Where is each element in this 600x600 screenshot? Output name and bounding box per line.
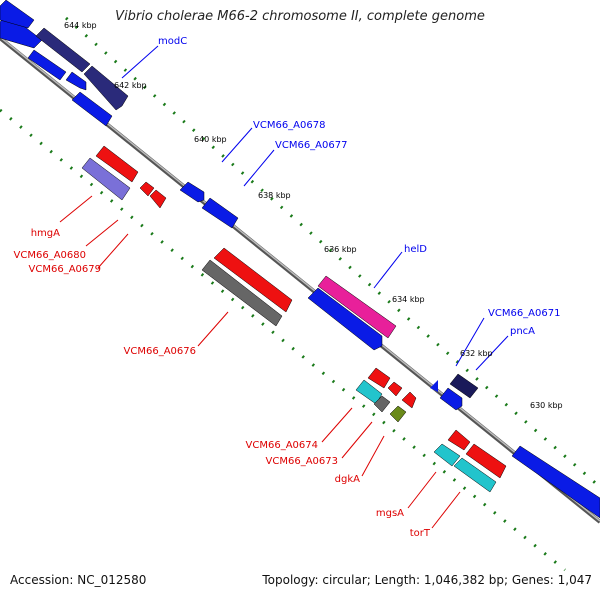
tick-label: 636 kbp <box>324 245 357 254</box>
gene-label-pncA: pncA <box>510 326 535 337</box>
gene-label-hmgA: hmgA <box>31 228 60 239</box>
label-leader-lines <box>59 45 509 529</box>
gene-arrow <box>139 181 155 197</box>
gene-arrow <box>81 157 131 201</box>
tick-label: 630 kbp <box>530 401 563 410</box>
gene-arrow <box>0 0 35 29</box>
gene-label-helD: helD <box>404 244 427 255</box>
gene-label-VCM66_A0676: VCM66_A0676 <box>124 346 196 357</box>
tick-label: 638 kbp <box>258 191 291 200</box>
gene-label-VCM66_A0674: VCM66_A0674 <box>246 440 318 451</box>
gene-label-VCM66_A0673: VCM66_A0673 <box>266 456 338 467</box>
gene-arrow <box>373 395 391 413</box>
gene-arrow <box>71 91 113 127</box>
gene-arrow <box>83 65 129 111</box>
gene-arrow <box>65 71 87 91</box>
gene-arrow <box>433 443 461 467</box>
accession-text: Accession: NC_012580 <box>10 573 147 587</box>
tick-rings <box>0 16 600 572</box>
gene-arrow <box>201 259 283 327</box>
gene-arrow <box>35 27 91 73</box>
gene-label-modC: modC <box>158 36 187 47</box>
genome-summary-text: Topology: circular; Length: 1,046,382 bp… <box>262 573 592 587</box>
gene-arrow <box>401 391 417 409</box>
gene-arrow <box>213 247 293 313</box>
tick-label: 644 kbp <box>64 21 97 30</box>
gene-arrow <box>201 197 239 229</box>
gene-arrow <box>453 457 497 493</box>
outer-tick-ring <box>65 16 600 489</box>
gene-arrow <box>389 405 407 423</box>
gene-arrow <box>355 379 383 405</box>
gene-arrow <box>511 445 600 519</box>
tick-label: 640 kbp <box>194 135 227 144</box>
tick-label: 632 kbp <box>460 349 493 358</box>
gene-arrow <box>430 380 438 392</box>
gene-arrow <box>439 387 463 411</box>
gene-label-torT: torT <box>410 528 431 539</box>
gene-arrow <box>179 181 205 203</box>
forward-gene-features <box>0 0 600 519</box>
reverse-gene-features <box>81 145 507 493</box>
tick-label: 642 kbp <box>114 81 147 90</box>
gene-arrow <box>307 287 383 351</box>
gene-label-dgkA: dgkA <box>335 474 360 485</box>
gene-arrow <box>367 367 391 389</box>
gene-arrow <box>449 373 479 399</box>
gene-label-VCM66_A0680: VCM66_A0680 <box>14 250 86 261</box>
gene-arrow <box>317 275 397 339</box>
map-title: Vibrio cholerae M66-2 chromosome II, com… <box>115 9 485 24</box>
forward-gene-labels: modC VCM66_A0678 VCM66_A0677 helD VCM66_… <box>158 36 560 337</box>
tick-label: 634 kbp <box>392 295 425 304</box>
gene-arrow <box>95 145 139 183</box>
gene-arrow <box>447 429 471 451</box>
reverse-gene-labels: hmgA VCM66_A0680 VCM66_A0679 VCM66_A0676… <box>14 228 431 539</box>
gene-arrow <box>149 189 167 209</box>
gene-arrow <box>387 381 403 397</box>
tick-labels: 644 kbp 642 kbp 640 kbp 638 kbp 636 kbp … <box>64 21 563 410</box>
gene-label-mgsA: mgsA <box>376 508 404 519</box>
gene-arrow <box>27 49 67 81</box>
gene-label-VCM66_A0671: VCM66_A0671 <box>488 308 560 319</box>
gene-label-VCM66_A0677: VCM66_A0677 <box>275 140 347 151</box>
gene-label-VCM66_A0679: VCM66_A0679 <box>29 264 101 275</box>
inner-tick-ring <box>0 108 566 572</box>
gene-label-VCM66_A0678: VCM66_A0678 <box>253 120 325 131</box>
gene-arrow <box>465 443 507 479</box>
